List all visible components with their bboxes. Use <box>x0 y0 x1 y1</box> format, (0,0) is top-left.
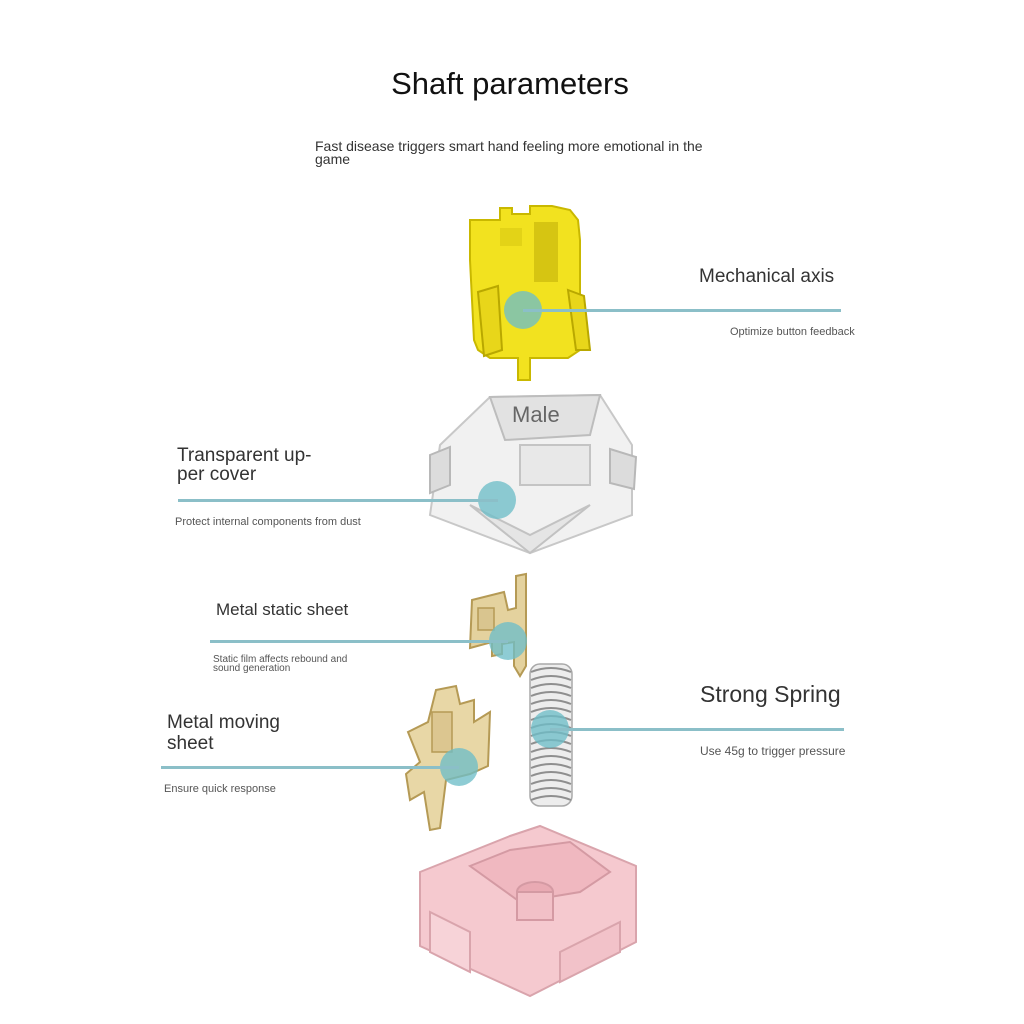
page-subtitle: Fast disease triggers smart hand feeling… <box>315 138 703 167</box>
bottom-housing-image <box>419 824 637 998</box>
page-title: Shaft parameters <box>391 66 629 101</box>
moving-sheet-label-line1: Metal moving <box>167 712 280 733</box>
static-sheet-desc-line1: Static film affects rebound and <box>213 654 348 665</box>
upper-cover-label-line1: Transparent up- <box>177 445 312 466</box>
transparent-cover-image <box>428 393 638 555</box>
moving-sheet-label-line2: sheet <box>167 733 214 754</box>
mechanical-axis-desc: Optimize button feedback <box>730 326 855 338</box>
static-sheet-label: Metal static sheet <box>216 600 349 619</box>
mechanical-axis-leader-line <box>523 309 841 312</box>
spring-leader-line <box>550 728 844 731</box>
spring-label: Strong Spring <box>700 681 841 707</box>
mechanical-axis-label: Mechanical axis <box>699 266 835 287</box>
cover-overlay-text: Male <box>512 402 560 427</box>
spring-desc: Use 45g to trigger pressure <box>700 744 846 758</box>
moving-sheet-desc: Ensure quick response <box>164 783 276 795</box>
static-sheet-leader-line <box>210 640 508 643</box>
static-sheet-desc-line2: sound generation <box>213 663 291 674</box>
moving-sheet-leader-line <box>161 766 459 769</box>
upper-cover-desc: Protect internal components from dust <box>175 516 361 528</box>
upper-cover-label-line2: per cover <box>177 464 257 485</box>
upper-cover-leader-line <box>178 499 498 502</box>
